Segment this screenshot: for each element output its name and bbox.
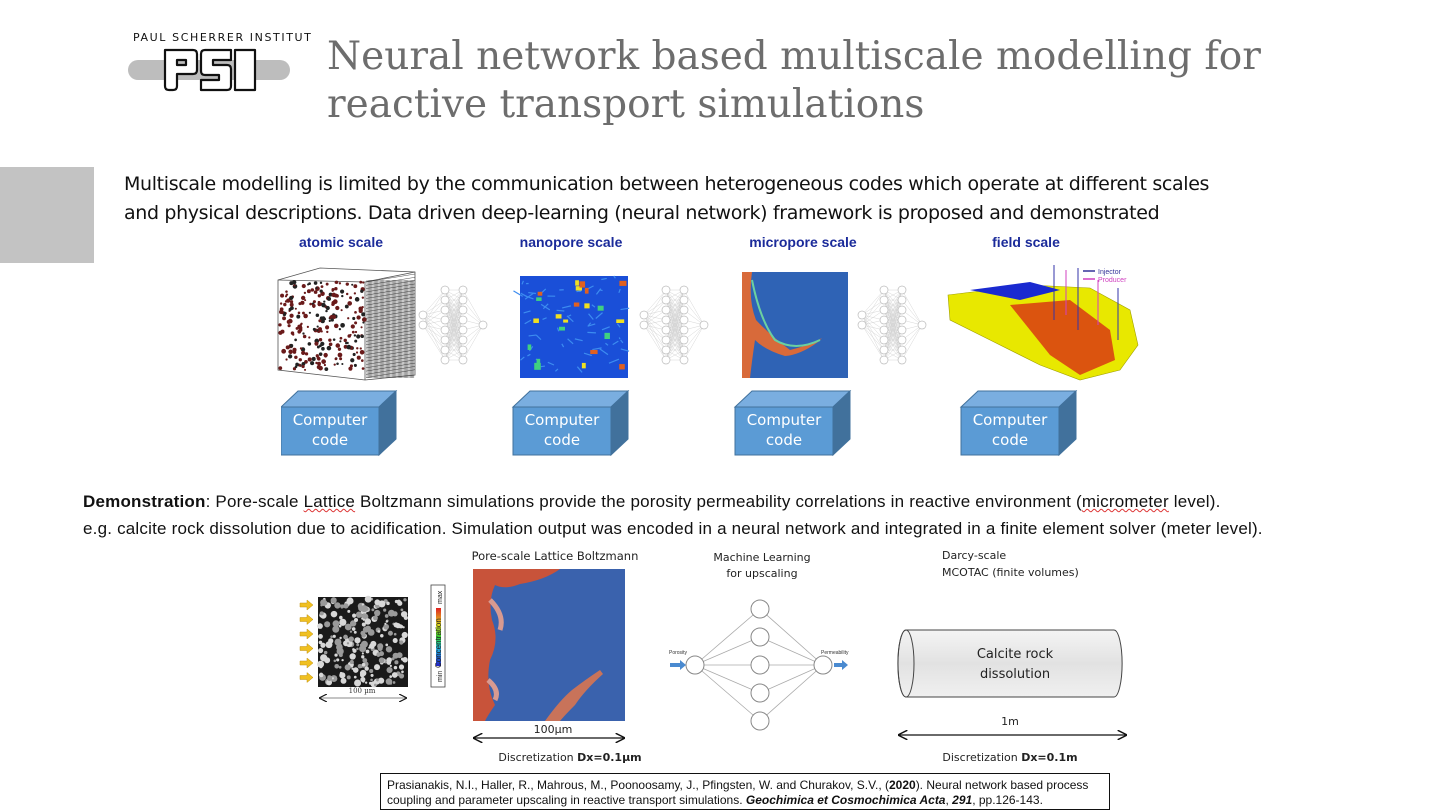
darcy-discretization: Discretization Dx=0.1m	[942, 751, 1077, 764]
colorbar-min: min	[437, 671, 444, 682]
ml-title-1: Machine Learning	[713, 551, 810, 564]
inflow-arrow-icons	[299, 599, 314, 684]
micropore-simulation-image	[742, 272, 848, 378]
demo-text: Lattice	[303, 492, 356, 511]
upscaling-figure: 100 µm max min Concentration Pore-scale …	[299, 549, 1450, 764]
cylinder-label-1: Calcite rock	[977, 647, 1054, 662]
computer-code-label: Computer code	[746, 411, 822, 449]
computer-code-label: Computer code	[972, 411, 1048, 449]
colorbar	[436, 608, 441, 666]
darcy-scale-label: 1m	[1001, 715, 1019, 728]
demo-heading: Demonstration	[83, 492, 206, 511]
computer-code-box	[281, 390, 398, 457]
field-scale-model-image: Injector Producer	[947, 265, 1139, 381]
darcy-title-1: Darcy-scale	[942, 549, 1006, 562]
calcite-cylinder-image	[897, 629, 1123, 698]
intro-line-1: Multiscale modelling is limited by the c…	[124, 173, 1210, 195]
computer-code-label: Computer code	[524, 411, 600, 449]
computer-code-box	[959, 390, 1078, 457]
demonstration-text: Demonstration: Pore-scale Lattice Boltzm…	[83, 488, 1263, 542]
slide-title: Neural network based multiscale modellin…	[327, 34, 1261, 127]
cylinder-label-2: dissolution	[980, 667, 1050, 682]
scale-label-field: field scale	[992, 234, 1060, 250]
ml-output-label: Permeability	[821, 650, 849, 656]
lb-title: Pore-scale Lattice Boltzmann	[472, 549, 639, 563]
institute-name: PAUL SCHERRER INSTITUT	[133, 31, 313, 44]
demo-text: : Pore-scale	[205, 492, 304, 511]
intro-paragraph: Multiscale modelling is limited by the c…	[124, 170, 1209, 228]
computer-code-box	[511, 390, 630, 457]
atomic-structure-image	[277, 267, 416, 381]
demo-text: Boltzmann simulations provide the porosi…	[355, 492, 1082, 511]
citation-box: Prasianakis, N.I., Haller, R., Mahrous, …	[380, 773, 1110, 810]
demo-line-2: e.g. calcite rock dissolution due to aci…	[83, 519, 1263, 538]
rock-sample-image	[317, 595, 408, 688]
demo-text: level).	[1168, 492, 1221, 511]
multiscale-figure: Injector Producer	[277, 265, 1139, 381]
colorbar-title: Concentration	[434, 618, 443, 668]
nanopore-simulation-image	[513, 275, 630, 378]
computer-code-boxes	[281, 390, 1078, 457]
demo-text: micrometer	[1081, 492, 1169, 511]
colorbar-max: max	[437, 590, 444, 604]
darcy-title-2: MCOTAC (finite volumes)	[942, 566, 1079, 579]
scale-label-micropore: micropore scale	[749, 234, 857, 250]
computer-code-box	[733, 390, 852, 457]
computer-code-label: Computer code	[292, 411, 368, 449]
small-neural-network-icon	[418, 285, 488, 365]
scale-label-atomic: atomic scale	[298, 234, 384, 250]
lb-scale-label: 100µm	[534, 723, 573, 736]
intro-line-2: and physical descriptions. Data driven d…	[124, 202, 1160, 224]
scale-label-nanopore: nanopore scale	[519, 234, 623, 250]
psi-logo-icon	[163, 48, 257, 92]
lattice-boltzmann-image	[473, 569, 625, 721]
legend-injector: Injector	[1098, 269, 1122, 276]
neural-network-diagram	[670, 599, 848, 731]
small-neural-network-icon	[639, 285, 709, 365]
decorative-block	[0, 167, 94, 263]
lb-discretization: Discretization Dx=0.1µm	[498, 751, 641, 764]
ml-input-label: Porosity	[669, 650, 688, 656]
small-neural-network-icon	[857, 285, 927, 365]
ml-title-2: for upscaling	[726, 567, 797, 580]
legend-producer: Producer	[1098, 277, 1127, 284]
rock-scale-label: 100 µm	[349, 687, 376, 695]
